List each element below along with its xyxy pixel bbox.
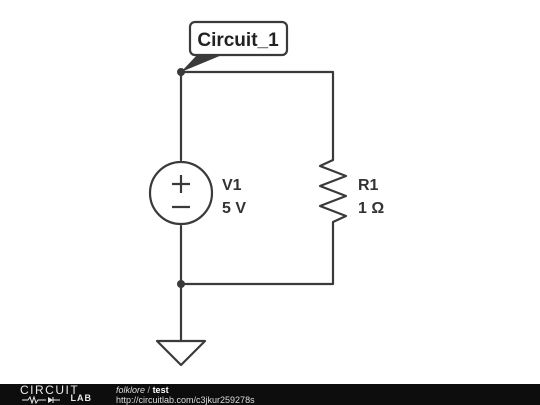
circuitlab-logo[interactable]: CIRCUIT LAB (20, 383, 94, 404)
circuit-name[interactable]: test (152, 385, 169, 395)
resistor-value-label: 1 Ω (358, 200, 384, 217)
resistor-symbol[interactable] (318, 158, 348, 226)
net-tag-box (188, 20, 289, 57)
footer-bar: CIRCUIT LAB folklore / test http://circu… (0, 384, 540, 405)
junction-node-bottom (177, 280, 185, 288)
voltage-source-symbol[interactable] (148, 160, 214, 226)
source-name-label: V1 (222, 177, 242, 194)
circuit-schematic: V1 5 V R1 1 Ω Circuit_1 (148, 20, 384, 367)
ground-symbol[interactable] (155, 339, 207, 367)
logo-text-bottom: LAB (70, 393, 92, 403)
logo-circuit-icon (22, 395, 60, 404)
net-tag[interactable]: Circuit_1 (181, 20, 289, 72)
wire-top (179, 70, 335, 160)
resistor-name-label: R1 (358, 177, 379, 194)
path-separator: / (147, 385, 151, 395)
logo-text-top: CIRCUIT (20, 383, 80, 397)
circuit-meta: folklore / test http://circuitlab.com/c3… (116, 385, 255, 405)
circuit-url[interactable]: http://circuitlab.com/c3jkur259278s (116, 395, 255, 405)
net-tag-pointer (181, 55, 222, 72)
net-tag-label: Circuit_1 (197, 30, 279, 51)
wire-bottom (179, 224, 335, 286)
source-value-label: 5 V (222, 200, 246, 217)
author-link[interactable]: folklore (116, 385, 146, 395)
